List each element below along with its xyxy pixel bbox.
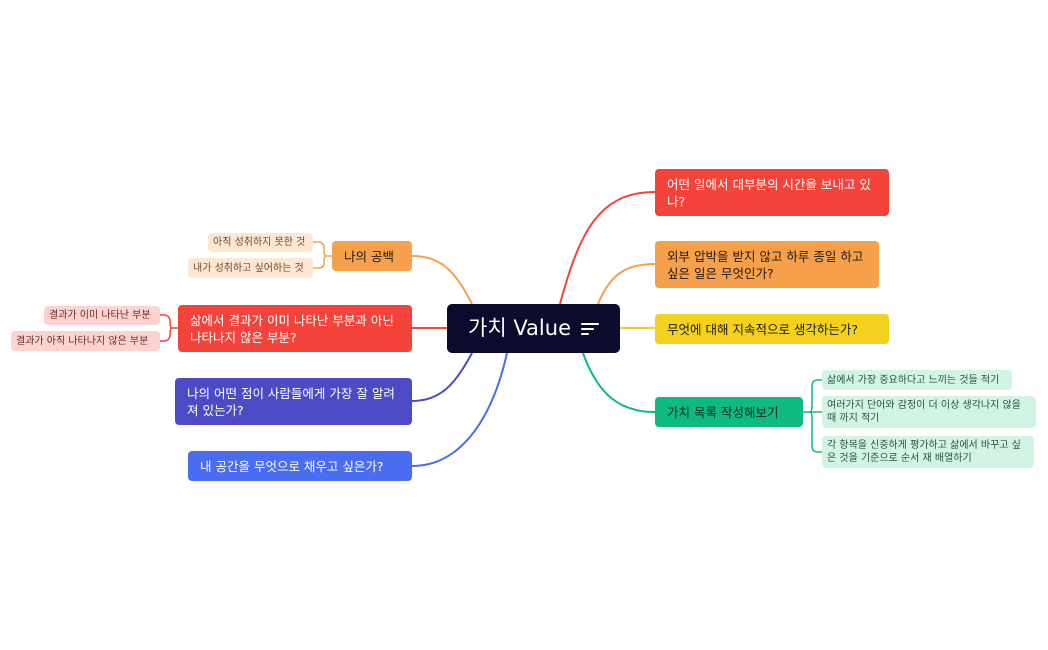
subtopic-label: 내가 성취하고 싶어하는 것 (193, 262, 304, 274)
link-root-l0 (411, 255, 473, 305)
link-r3-c0 (803, 379, 822, 413)
subtopic-label: 결과가 이미 나타난 부분 (49, 310, 151, 321)
topic-r0[interactable]: 어떤 일에서 대부분의 시간을 보내고 있나? (655, 169, 889, 216)
topic-l3[interactable]: 내 공간을 무엇으로 채우고 싶은가? (188, 451, 412, 481)
subtopic-label: 결과가 아직 나타나지 않은 부분 (16, 335, 149, 347)
link-l1-c1 (160, 327, 173, 342)
root-topic[interactable]: 가치 Value (447, 304, 620, 353)
topic-label: 외부 압박을 받지 않고 하루 종일 하고 싶은 일은 무엇인가? (667, 248, 864, 281)
topic-l2[interactable]: 나의 어떤 점이 사람들에게 가장 잘 알려져 있는가? (175, 378, 412, 425)
subtopic-label: 여러가지 단어와 감정이 더 이상 생각나지 않을 때 까지 적기 (827, 400, 1021, 424)
root-label: 가치 Value (468, 316, 571, 340)
topic-label: 무엇에 대해 지속적으로 생각하는가? (667, 321, 859, 337)
subtopic-r3-c0[interactable]: 삶에서 가장 중요하다고 느끼는 것들 적기 (822, 370, 1012, 390)
link-root-l3 (411, 352, 508, 467)
subtopic-l1-c1[interactable]: 결과가 아직 나타나지 않은 부분 (11, 331, 160, 351)
topic-label: 나의 공백 (344, 248, 394, 264)
menu-lines-icon (580, 322, 599, 336)
link-root-r0 (559, 191, 656, 305)
topic-label: 어떤 일에서 대부분의 시간을 보내고 있나? (667, 176, 871, 209)
link-l0-c0 (313, 241, 332, 257)
link-root-l2 (411, 352, 473, 402)
topic-l0[interactable]: 나의 공백 (332, 241, 412, 271)
subtopic-label: 아직 성취하지 못한 것 (213, 237, 306, 248)
link-l0-c1 (313, 255, 327, 269)
topic-label: 가치 목록 작성해보기 (667, 404, 779, 420)
topic-r1[interactable]: 외부 압박을 받지 않고 하루 종일 하고 싶은 일은 무엇인가? (655, 241, 879, 288)
link-root-r3 (582, 352, 656, 413)
subtopic-r3-c1[interactable]: 여러가지 단어와 감정이 더 이상 생각나지 않을 때 까지 적기 (822, 396, 1036, 428)
topic-label: 나의 어떤 점이 사람들에게 가장 잘 알려져 있는가? (187, 385, 395, 418)
subtopic-l1-c0[interactable]: 결과가 이미 나타난 부분 (44, 306, 160, 325)
topic-l1[interactable]: 삶에서 결과가 이미 나타난 부분과 아닌 나타나지 않은 부분? (178, 305, 412, 352)
topic-r2[interactable]: 무엇에 대해 지속적으로 생각하는가? (655, 314, 889, 344)
subtopic-r3-c2[interactable]: 각 항목을 신중하게 평가하고 삶에서 바꾸고 싶은 것을 기준으로 순서 재 … (822, 436, 1034, 468)
link-root-r1 (597, 263, 656, 305)
subtopic-label: 각 항목을 신중하게 평가하고 삶에서 바꾸고 싶은 것을 기준으로 순서 재 … (827, 440, 1021, 464)
link-r3-c2 (809, 411, 822, 453)
topic-label: 삶에서 결과가 이미 나타난 부분과 아닌 나타나지 않은 부분? (190, 312, 394, 345)
subtopic-l0-c1[interactable]: 내가 성취하고 싶어하는 것 (188, 258, 313, 278)
topic-label: 내 공간을 무엇으로 채우고 싶은가? (200, 458, 384, 474)
subtopic-label: 삶에서 가장 중요하다고 느끼는 것들 적기 (827, 374, 1000, 386)
link-l1-c0 (160, 314, 178, 329)
topic-r3[interactable]: 가치 목록 작성해보기 (655, 397, 803, 427)
subtopic-l0-c0[interactable]: 아직 성취하지 못한 것 (208, 233, 313, 252)
